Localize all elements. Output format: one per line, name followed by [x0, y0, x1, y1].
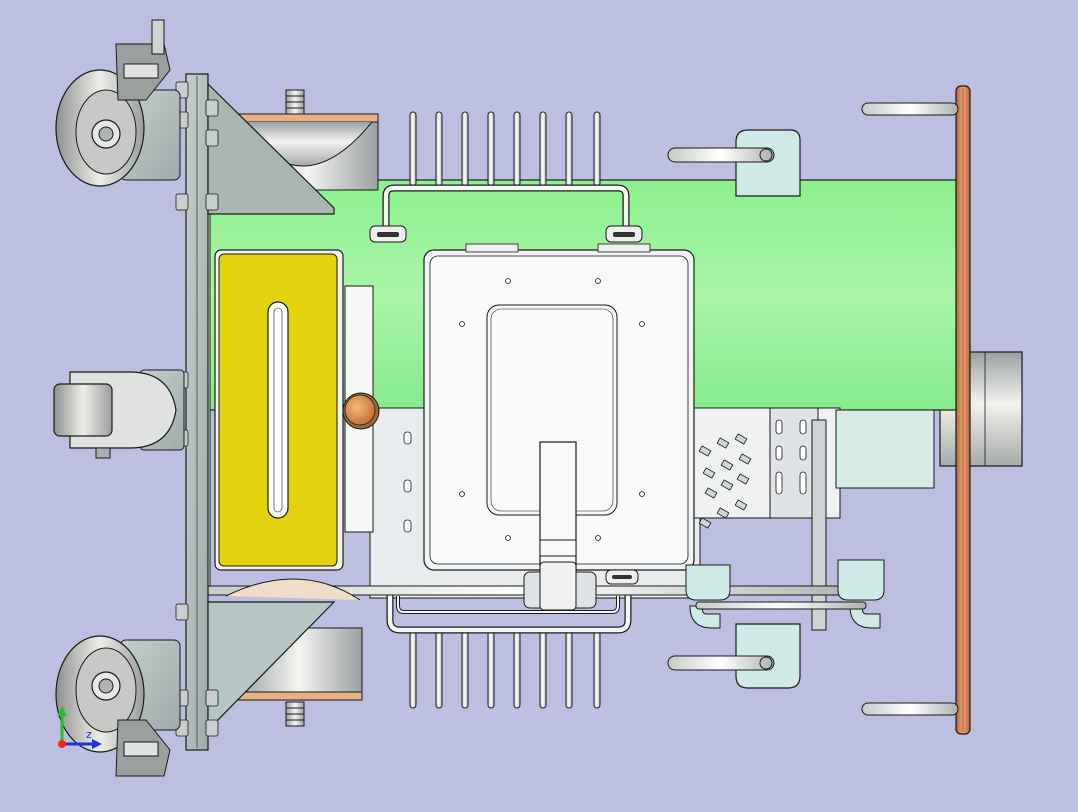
caster-top [55, 19, 181, 187]
orientation-triad: z [57, 706, 102, 749]
cover-latch [539, 441, 577, 573]
caster-bottom [55, 635, 181, 777]
access-panel [214, 249, 344, 571]
carry-handle-top [369, 184, 643, 243]
triad-y-arrowhead [57, 706, 67, 716]
end-flange [955, 85, 971, 735]
left-frame-plate [185, 73, 209, 751]
carry-handle-bottom [386, 590, 632, 634]
caster-middle [53, 369, 185, 459]
knob-icon [342, 392, 380, 430]
flange-pin-bottom [861, 702, 959, 716]
lower-clamp-brackets [605, 559, 885, 629]
cover-plate [423, 243, 695, 571]
top-mount-bracket [667, 129, 801, 197]
lower-gusset [207, 601, 336, 732]
heat-sink-fins-top [409, 111, 601, 187]
triad-z-label: z [86, 728, 92, 741]
upper-gusset [207, 82, 335, 215]
flange-pin-top [861, 102, 959, 116]
triad-z-arrowhead [92, 739, 102, 749]
triad-origin [58, 740, 66, 748]
bottom-mount-bracket [667, 623, 801, 689]
heat-sink-fins-bottom [409, 627, 601, 709]
